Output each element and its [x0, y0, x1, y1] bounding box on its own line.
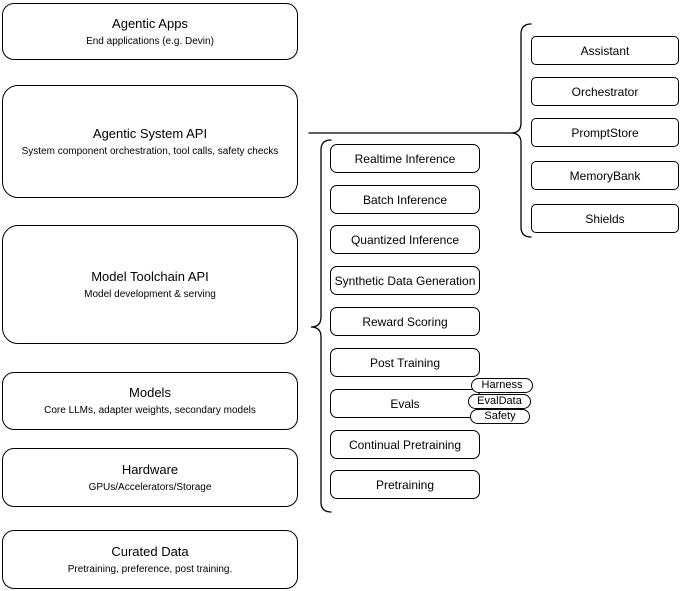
node-curated-data: Curated Data Pretraining, preference, po… — [2, 530, 298, 589]
node-subtitle: End applications (e.g. Devin) — [86, 35, 214, 47]
node-evals: Evals — [330, 389, 480, 418]
node-title: Models — [129, 385, 171, 400]
node-model-toolchain-api: Model Toolchain API Model development & … — [2, 225, 298, 344]
node-subtitle: Model development & serving — [84, 288, 216, 300]
eval-tag-evaldata: EvalData — [468, 394, 531, 409]
node-shields: Shields — [531, 204, 679, 233]
node-pretraining: Pretraining — [330, 470, 480, 499]
node-orchestrator: Orchestrator — [531, 77, 679, 106]
node-quantized-inference: Quantized Inference — [330, 225, 480, 254]
node-synthetic-data-generation: Synthetic Data Generation — [330, 266, 480, 295]
node-agentic-system-api: Agentic System API System component orch… — [2, 85, 298, 198]
node-memorybank: MemoryBank — [531, 161, 679, 190]
node-title: Curated Data — [111, 543, 189, 559]
node-agentic-apps: Agentic Apps End applications (e.g. Devi… — [2, 3, 298, 60]
pipeline-brace — [310, 139, 332, 513]
node-subtitle: Core LLMs, adapter weights, secondary mo… — [44, 405, 256, 416]
components-brace — [510, 23, 532, 238]
node-subtitle: GPUs/Accelerators/Storage — [88, 481, 212, 493]
node-models: Models Core LLMs, adapter weights, secon… — [2, 372, 298, 430]
node-title: Model Toolchain API — [91, 268, 209, 284]
node-subtitle: Pretraining, preference, post training. — [67, 563, 233, 575]
eval-tag-harness: Harness — [471, 378, 533, 393]
node-assistant: Assistant — [531, 36, 679, 65]
node-subtitle: System component orchestration, tool cal… — [21, 145, 279, 157]
node-realtime-inference: Realtime Inference — [330, 144, 480, 173]
node-title: Agentic System API — [92, 125, 208, 141]
node-promptstore: PromptStore — [531, 118, 679, 147]
node-continual-pretraining: Continual Pretraining — [330, 430, 480, 459]
node-batch-inference: Batch Inference — [330, 185, 480, 214]
node-title: Hardware — [121, 461, 179, 477]
eval-tag-safety: Safety — [470, 409, 530, 424]
node-title: Agentic Apps — [112, 15, 188, 31]
node-post-training: Post Training — [330, 348, 480, 377]
node-hardware: Hardware GPUs/Accelerators/Storage — [2, 448, 298, 507]
node-reward-scoring: Reward Scoring — [330, 307, 480, 336]
